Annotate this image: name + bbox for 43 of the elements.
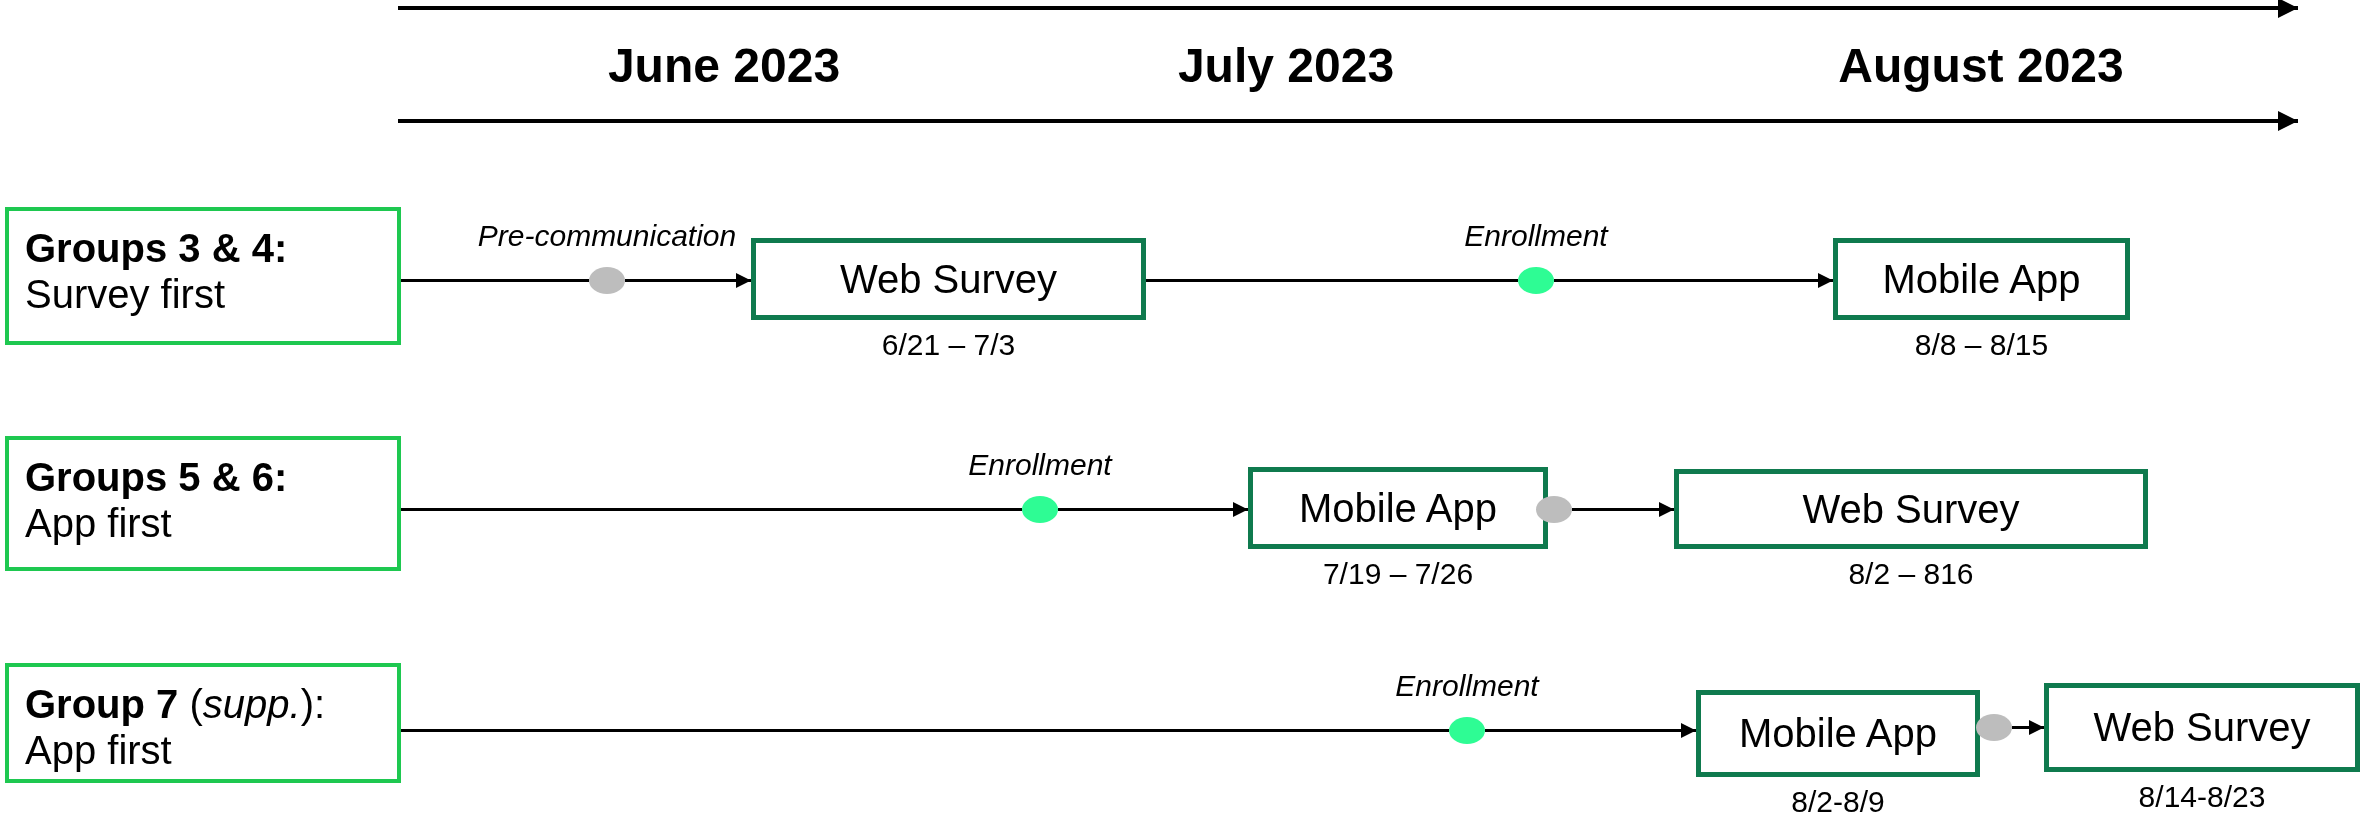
month-label: August 2023: [1838, 38, 2124, 93]
connector-line: [401, 729, 1449, 732]
group-box: [5, 207, 401, 345]
timeline-dot: [589, 267, 625, 294]
arrow: [625, 273, 751, 288]
date-label: 8/2-8/9: [1791, 785, 1885, 819]
date-label: 8/8 – 8/15: [1914, 328, 2049, 362]
connector-line: [401, 279, 589, 282]
connector-line: [1146, 279, 1518, 282]
timeline-dot: [1518, 267, 1554, 294]
activity-box: Mobile App: [1833, 238, 2130, 320]
group-description: Survey first: [25, 271, 227, 317]
group-description: App first: [25, 727, 173, 773]
month-label: June 2023: [607, 38, 841, 93]
activity-box: Mobile App: [1696, 690, 1980, 777]
date-label: 7/19 – 7/26: [1322, 557, 1474, 591]
activity-box: Web Survey: [751, 238, 1146, 320]
arrow: [1572, 502, 1674, 517]
step-label: Enrollment: [1395, 669, 1539, 703]
step-label: Enrollment: [968, 448, 1112, 482]
group-heading: Group 7 (supp.):: [25, 681, 327, 727]
date-label: 6/21 – 7/3: [881, 328, 1016, 362]
timeline-dot: [1022, 496, 1058, 523]
activity-box: Web Survey: [2044, 683, 2360, 772]
timeline-dot: [1976, 714, 2012, 741]
arrow: [1554, 273, 1833, 288]
arrow: [2012, 720, 2044, 735]
date-label: 8/14-8/23: [2138, 780, 2266, 814]
group-heading: Groups 5 & 6:: [25, 454, 289, 500]
timeline-dot: [1449, 717, 1485, 744]
arrow: [1058, 502, 1248, 517]
group-description: App first: [25, 500, 173, 546]
group-box: [5, 663, 401, 783]
activity-box: Web Survey: [1674, 469, 2148, 549]
group-heading: Groups 3 & 4:: [25, 225, 289, 271]
step-label: Enrollment: [1464, 219, 1608, 253]
activity-box: Mobile App: [1248, 467, 1548, 549]
month-label: July 2023: [1177, 38, 1395, 93]
step-label: Pre-communication: [477, 219, 737, 253]
arrow: [1485, 723, 1696, 738]
connector-line: [401, 508, 1022, 511]
group-box: [5, 436, 401, 571]
date-label: 8/2 – 816: [1848, 557, 1974, 591]
